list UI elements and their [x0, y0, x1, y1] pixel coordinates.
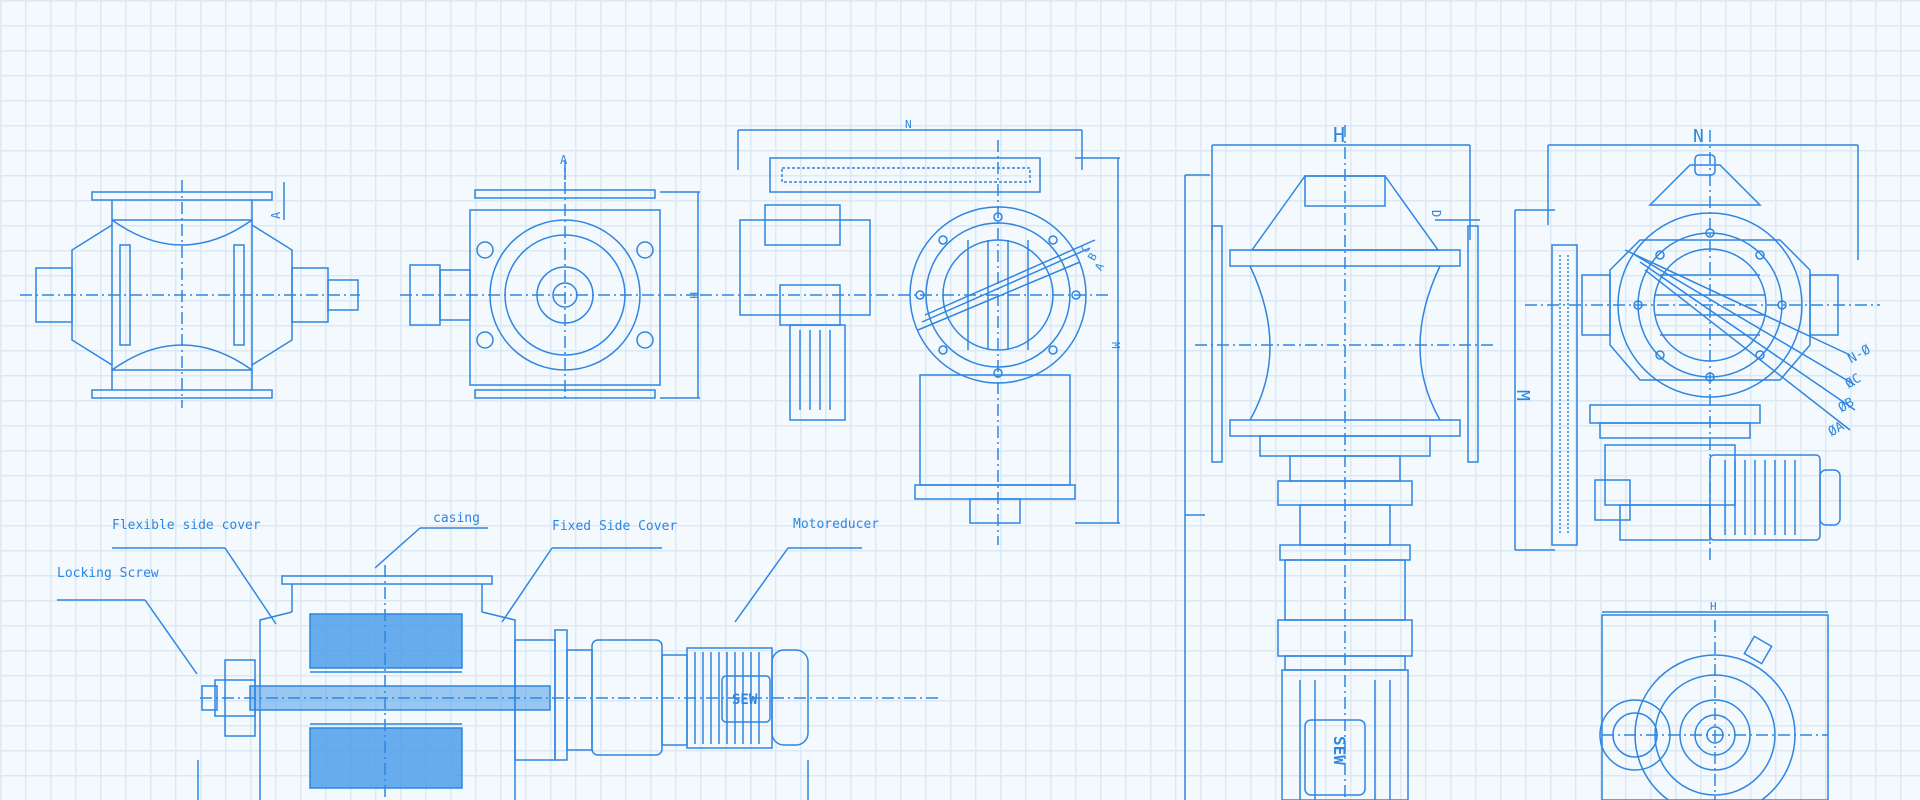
dim-m-right: M: [1512, 390, 1533, 401]
dim-b-dia: ØB: [1836, 395, 1857, 416]
dim-n-right: N: [1693, 126, 1704, 147]
dim-a-top: A: [560, 153, 568, 167]
dim-c-dia: ØC: [1843, 371, 1864, 392]
callout-casing: casing: [433, 511, 480, 526]
motor-front-brand: SEW: [732, 692, 758, 708]
valve-motor-view: N: [700, 118, 1122, 545]
dim-d-right: D: [1429, 210, 1443, 217]
callout-motoreducer: Motoreducer: [793, 517, 879, 532]
callout-fixed-side-cover: Fixed Side Cover: [552, 519, 677, 534]
dim-a-dia: ØA: [1826, 419, 1847, 440]
dim-m-top: M: [1109, 342, 1122, 349]
dim-n-top: N: [905, 118, 912, 131]
dim-h-top: H: [687, 292, 700, 299]
valve-side-view: A: [20, 180, 360, 408]
valve-bottom-right-view: H: [1599, 600, 1829, 800]
dim-h-right: H: [1333, 123, 1345, 147]
valve-assembly-section: [57, 527, 940, 800]
callout-flexible-side-cover: Flexible side cover: [112, 518, 261, 533]
vertical-assembly-view: H: [1184, 123, 1495, 800]
callout-locking-screw: Locking Screw: [57, 566, 159, 581]
dim-h-bottom: H: [1710, 600, 1717, 613]
dim-a-left: A: [269, 211, 283, 219]
valve-front-motor-view: N: [1512, 126, 1880, 560]
valve-front-view: A H: [400, 153, 700, 400]
motor-side-brand: SEW: [1330, 736, 1349, 765]
